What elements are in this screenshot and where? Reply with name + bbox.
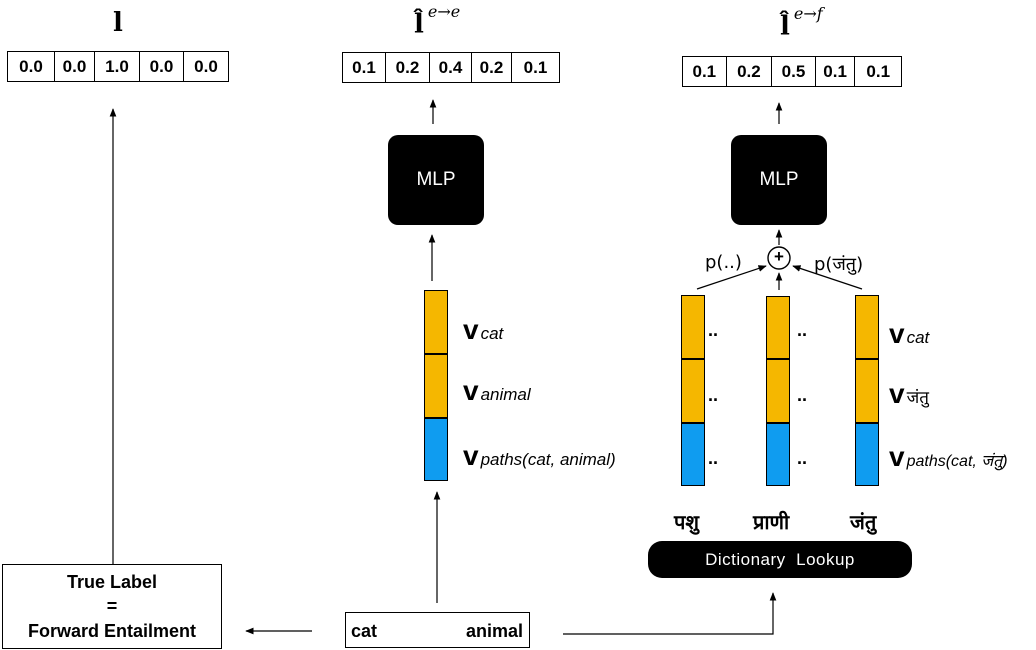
vector-cell: 0.0 <box>140 52 184 81</box>
vector-cell: 1.0 <box>95 52 140 81</box>
embedding-bar-prani <box>766 296 790 486</box>
embedding-segment <box>855 359 879 423</box>
ellipsis: .. <box>708 385 719 405</box>
ellipsis: .. <box>797 320 808 340</box>
vector-cell: 0.2 <box>472 53 512 82</box>
embedding-bar-pashu <box>681 295 705 486</box>
vector-cell: 0.1 <box>343 53 386 82</box>
middle-title-text: l̂ <box>414 9 424 40</box>
plus-circle <box>767 246 791 270</box>
vector-cell: 0.1 <box>866 61 891 81</box>
predicted-vector-ee: 0.1 0.2 0.4 0.2 0.1 <box>342 52 560 83</box>
middle-title-sup: e→e <box>427 2 461 21</box>
vector-cell: 0.1 <box>816 57 856 86</box>
right-title-sup: e→f <box>793 4 823 23</box>
true-label-box: True Label = Forward Entailment <box>2 564 222 649</box>
embedding-bar-jantu <box>855 295 879 486</box>
true-label-vector: 0.0 0.0 1.0 0.0 0.0 <box>7 51 229 82</box>
middle-title: l̂e→e <box>414 2 460 40</box>
probability-label-right: p(जंतु) <box>814 254 864 275</box>
true-label-line3: Forward Entailment <box>27 620 197 641</box>
probability-label-left: p(..) <box>705 252 742 273</box>
dictionary-lookup-box: Dictionary Lookup <box>648 541 912 578</box>
mlp-label: MLP <box>416 169 456 190</box>
word-jantu: जंतु <box>850 510 877 534</box>
dictionary-lookup-label: Dictionary Lookup <box>705 549 855 569</box>
input-word-2: animal <box>465 621 523 641</box>
plus-sign: + <box>774 247 784 266</box>
mlp-box-right: MLP <box>731 135 827 225</box>
mlp-box-middle: MLP <box>388 135 484 225</box>
vector-cell: 0.0 <box>194 56 218 76</box>
embedding-segment-cat <box>424 290 448 354</box>
embedding-segment <box>681 359 705 423</box>
left-title-text: l <box>113 8 123 38</box>
true-label-line1: True Label <box>66 572 158 593</box>
right-title-text: l̂ <box>780 11 790 42</box>
word-prani: प्राणी <box>753 510 790 534</box>
ellipsis: .. <box>797 385 808 405</box>
embedding-segment-paths <box>424 418 448 481</box>
embedding-segment <box>766 359 790 423</box>
ellipsis: .. <box>708 320 719 340</box>
right-title: l̂e→f <box>780 4 823 42</box>
left-title: l <box>113 8 123 38</box>
true-label-line2: = <box>106 596 118 617</box>
embedding-segment <box>681 295 705 359</box>
input-pair-box: cat animal <box>345 612 530 648</box>
mlp-label: MLP <box>759 169 799 190</box>
embedding-segment <box>681 423 705 486</box>
embedding-segment <box>766 296 790 359</box>
embedding-segment <box>855 423 879 486</box>
predicted-vector-ef: 0.1 0.2 0.5 0.1 0.1 <box>682 56 902 87</box>
vector-cell: 0.2 <box>386 53 430 82</box>
embedding-segment <box>766 423 790 486</box>
embedding-segment-animal <box>424 354 448 418</box>
ellipsis: .. <box>708 448 719 468</box>
ellipsis: .. <box>797 448 808 468</box>
vector-cell: 0.1 <box>523 57 548 77</box>
input-word-1: cat <box>351 621 378 641</box>
vector-cell: 0.2 <box>727 57 773 86</box>
vector-cell: 0.0 <box>8 52 55 81</box>
embedding-bar-middle <box>424 290 448 481</box>
vector-cell: 0.0 <box>55 52 95 81</box>
word-pashu: पशु <box>674 510 699 534</box>
vector-cell: 0.5 <box>772 57 816 86</box>
vector-cell: 0.1 <box>683 57 727 86</box>
vector-cell: 0.4 <box>430 53 472 82</box>
embedding-segment <box>855 295 879 359</box>
